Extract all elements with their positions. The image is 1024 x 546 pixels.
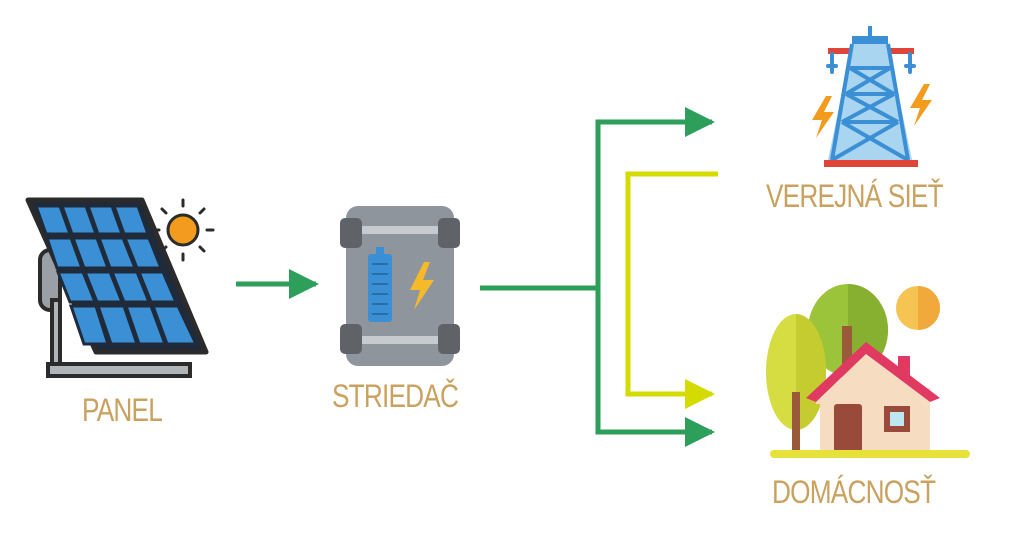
inverter-label: STRIEDAČ [332, 378, 459, 414]
house-icon [766, 284, 970, 458]
sun-icon [151, 198, 215, 262]
panel-label: PANEL [82, 392, 163, 428]
grid-label: VEREJNÁ SIEŤ [766, 178, 944, 214]
power-tower-icon [812, 26, 932, 167]
flow-branch-green [480, 107, 715, 447]
inverter-icon [340, 206, 460, 366]
solar-panel-icon [25, 197, 209, 378]
flow-branch-yellow [625, 171, 718, 409]
home-label: DOMÁCNOSŤ [772, 474, 936, 510]
